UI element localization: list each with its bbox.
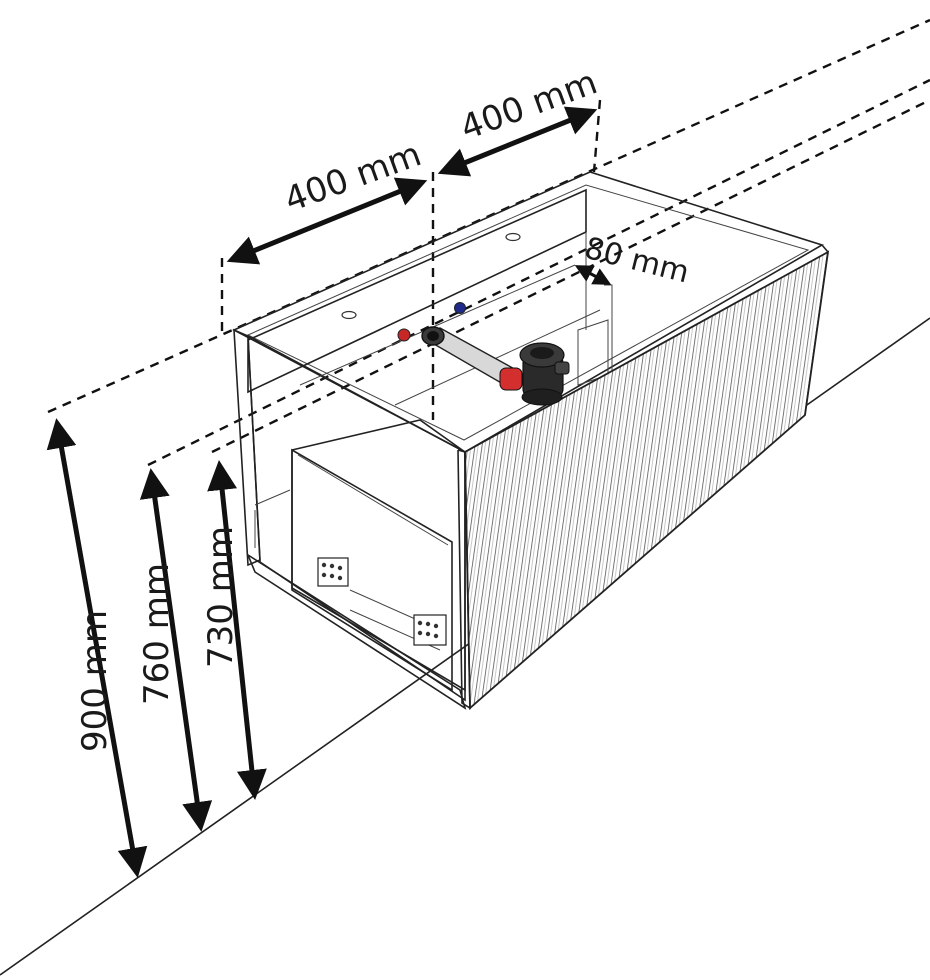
dimension-width-right-arrow — [437, 106, 598, 177]
dimension-height-760-arrow — [139, 468, 213, 832]
hot-water-inlet-icon — [397, 328, 411, 342]
drawer-runner-front — [317, 557, 349, 587]
drawer-box — [291, 419, 466, 692]
dimension-height-900-arrow — [46, 418, 148, 878]
label-depth-offset: 80 mm — [581, 231, 692, 291]
drawer-runner-rear — [413, 614, 447, 646]
label-width-left: 400 mm — [279, 134, 426, 220]
label-height-900: 900 mm — [75, 610, 115, 752]
dimension-height-730-arrow — [207, 460, 267, 800]
mounting-screw-left-icon — [341, 310, 357, 320]
fluted-front-panel — [457, 244, 830, 710]
drain-pipe-icon — [421, 326, 521, 389]
cold-water-inlet-icon — [454, 302, 466, 314]
siphon-icon — [499, 342, 570, 406]
dimension-width-left-arrow — [226, 177, 428, 265]
dimension-depth-offset-arrow — [574, 265, 612, 285]
label-height-730: 730 mm — [201, 526, 241, 668]
mounting-screw-right-icon — [505, 232, 521, 242]
label-height-760: 760 mm — [137, 563, 177, 705]
